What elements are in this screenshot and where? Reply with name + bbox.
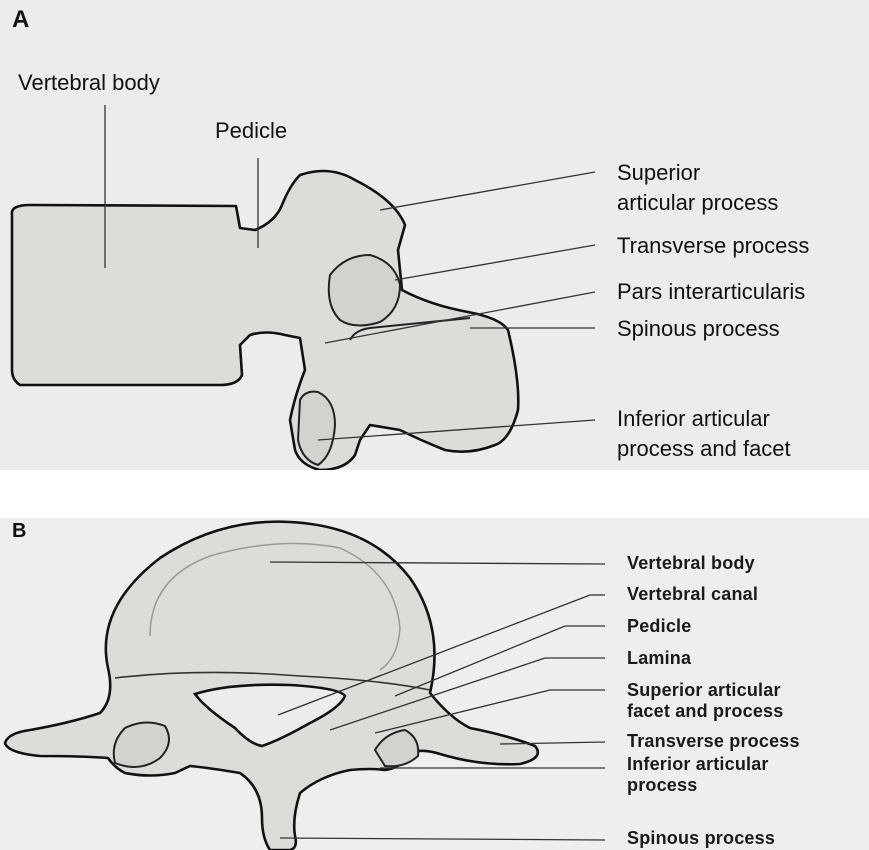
label-b-superior-facet-line1: Superior articular xyxy=(627,680,781,701)
leader-superior-articular xyxy=(380,172,595,210)
panel-b-letter: B xyxy=(12,520,26,543)
label-b-transverse-process: Transverse process xyxy=(627,731,800,752)
panel-a-letter: A xyxy=(12,6,29,34)
label-b-spinous-process: Spinous process xyxy=(627,828,775,849)
label-superior-articular-line1: Superior xyxy=(617,158,700,187)
label-b-vertebral-canal: Vertebral canal xyxy=(627,584,758,605)
label-vertebral-body: Vertebral body xyxy=(18,68,160,97)
label-b-lamina: Lamina xyxy=(627,648,691,669)
label-inferior-articular-line1: Inferior articular xyxy=(617,404,770,433)
label-b-inferior-articular-line2: process xyxy=(627,775,697,796)
leader-b-spinous xyxy=(280,838,605,840)
label-superior-articular-line2: articular process xyxy=(617,188,778,217)
label-b-pedicle: Pedicle xyxy=(627,616,691,637)
label-spinous-process: Spinous process xyxy=(617,314,780,343)
label-b-vertebral-body: Vertebral body xyxy=(627,553,755,574)
transverse-process-shape xyxy=(329,255,400,326)
panel-b-superior-view: B Vertebral body Vertebral canal Pedicle… xyxy=(0,518,869,850)
label-pedicle: Pedicle xyxy=(215,116,287,145)
label-inferior-articular-line2: process and facet xyxy=(617,434,791,463)
leader-transverse xyxy=(395,245,595,280)
label-pars-interarticularis: Pars interarticularis xyxy=(617,277,805,306)
label-b-inferior-articular-line1: Inferior articular xyxy=(627,754,769,775)
label-transverse-process: Transverse process xyxy=(617,231,809,260)
panel-a-lateral-view: A Vertebral body Pedicle Superior articu… xyxy=(0,0,869,470)
label-b-superior-facet-line2: facet and process xyxy=(627,701,783,722)
